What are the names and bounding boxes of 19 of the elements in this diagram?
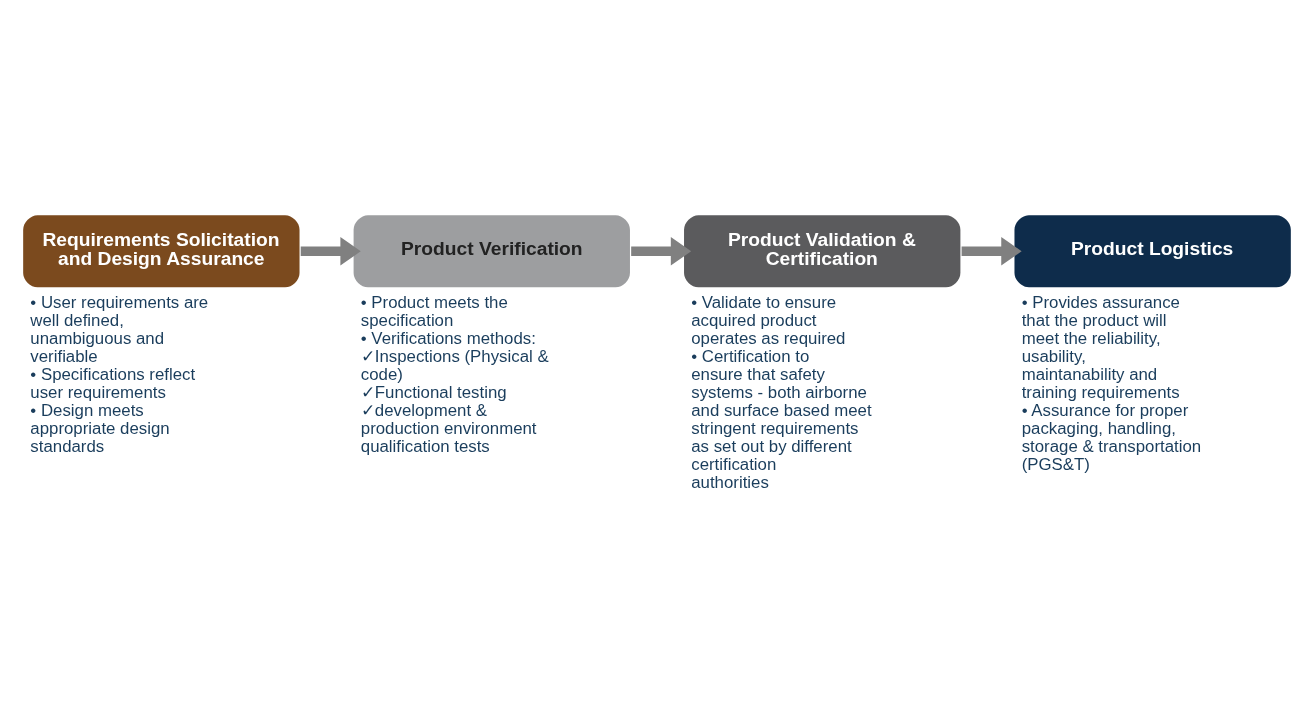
node-box: Product Logistics xyxy=(1014,214,1291,287)
node-label: • Verifications methods: xyxy=(360,328,536,348)
node-label: • Provides assurance that the product will meet the reliability, usability, maintanability and training requirements xyxy=(1021,292,1180,402)
node-box: Product Verification xyxy=(353,214,630,287)
arrow xyxy=(300,236,361,266)
node-label: • Certification to ensure that safety systems - both airborne and surface based meet stringent requirements as set out by different certification authorities xyxy=(691,346,872,492)
node-label: ✓development & production environment qualification tests xyxy=(360,400,537,456)
node-box: Requirements Solicitation and Design Assurance xyxy=(23,214,300,287)
node-label: • Design meets appropriate design standards xyxy=(30,400,170,456)
node-label: • Specifications reflect user requirements xyxy=(30,364,196,402)
node-label: • Assurance for proper packaging, handling, storage & transportation (PGS&T) xyxy=(1021,400,1202,474)
node-label: • Product meets the specification xyxy=(360,292,508,330)
node-box: Product Validation & Certification xyxy=(684,214,961,287)
arrow xyxy=(631,236,692,266)
node-label: ✓Functional testing xyxy=(360,382,507,402)
node-label: ✓Inspections (Physical & code) xyxy=(360,346,549,384)
node-label: • User requirements are well defined, unambiguous and verifiable xyxy=(30,292,209,366)
arrow xyxy=(961,236,1022,266)
node-label: • Validate to ensure acquired product operates as required xyxy=(691,292,846,348)
